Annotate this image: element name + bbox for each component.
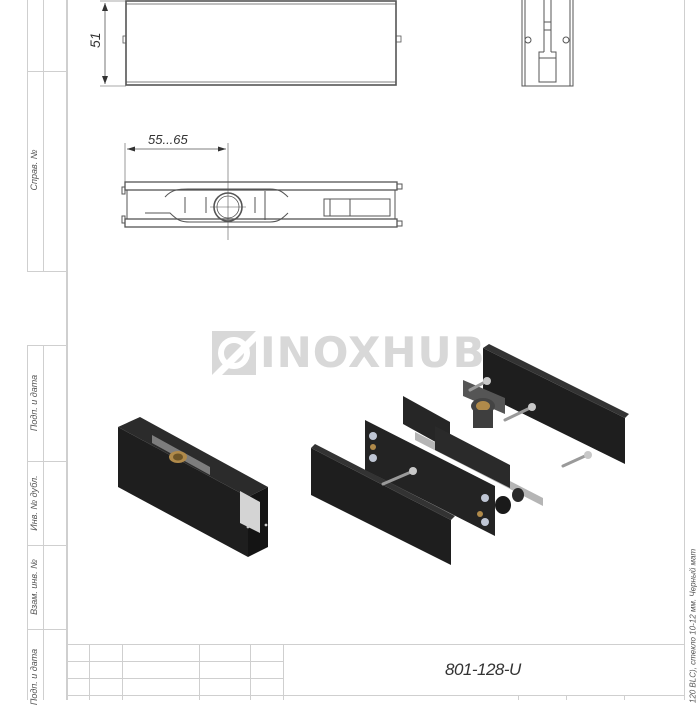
frame-border-left — [66, 0, 68, 700]
back-cover-plate — [483, 348, 625, 464]
stamp-label-repl-inv: Взам. инв. № — [29, 559, 39, 615]
side-note: 120 BLC), стекло 10-12 мм. Черный мат — [685, 548, 700, 704]
title-col-line — [199, 644, 200, 700]
stamp-border — [27, 0, 28, 272]
front-view: 51 — [87, 0, 402, 87]
stamp-label-ref-number: Справ. № — [29, 149, 39, 191]
stamp-border — [43, 345, 44, 700]
watermark-logo: INOXHUB — [212, 330, 486, 376]
title-col-line — [566, 695, 567, 700]
stamp-divider — [27, 629, 67, 630]
stamp-divider — [27, 271, 67, 272]
title-col-line — [122, 644, 123, 700]
stamp-divider — [27, 345, 67, 346]
stamp-divider — [27, 461, 67, 462]
watermark-text: INOXHUB — [260, 328, 486, 377]
dimension-height-label: 51 — [87, 32, 103, 48]
stamp-label-sign-date-2: Подп. и дата — [29, 648, 39, 706]
stamp-border — [27, 345, 28, 700]
stamp-label-sign-date: Подп. и дата — [29, 374, 39, 432]
stamp-border — [43, 0, 44, 272]
title-col-line — [283, 644, 284, 700]
title-col-line — [250, 644, 251, 700]
side-note-text: 120 BLC), стекло 10-12 мм. Черный мат — [688, 548, 698, 704]
stamp-divider — [27, 71, 67, 72]
title-row-line — [66, 678, 283, 679]
title-row-line — [66, 695, 685, 696]
front-cover-plate — [311, 448, 451, 565]
drawing-designation: 801-128-U — [445, 660, 521, 679]
title-row-line — [66, 661, 283, 662]
stamp-divider — [27, 545, 67, 546]
title-col-line — [518, 695, 519, 700]
inoxhub-logo-icon — [212, 331, 256, 375]
frame-border-right — [684, 0, 685, 700]
stamp-label-dup-inv: Инв. № дубл. — [29, 475, 39, 531]
isometric-assembled-view — [118, 417, 268, 557]
title-col-line — [89, 644, 90, 700]
side-view — [521, 0, 574, 87]
dimension-width-label: 55...65 — [148, 132, 189, 147]
top-view: 55...65 — [121, 132, 403, 240]
title-block-top — [66, 644, 685, 645]
title-col-line — [624, 695, 625, 700]
isometric-exploded-view — [311, 344, 629, 565]
clamp-body — [365, 420, 495, 536]
